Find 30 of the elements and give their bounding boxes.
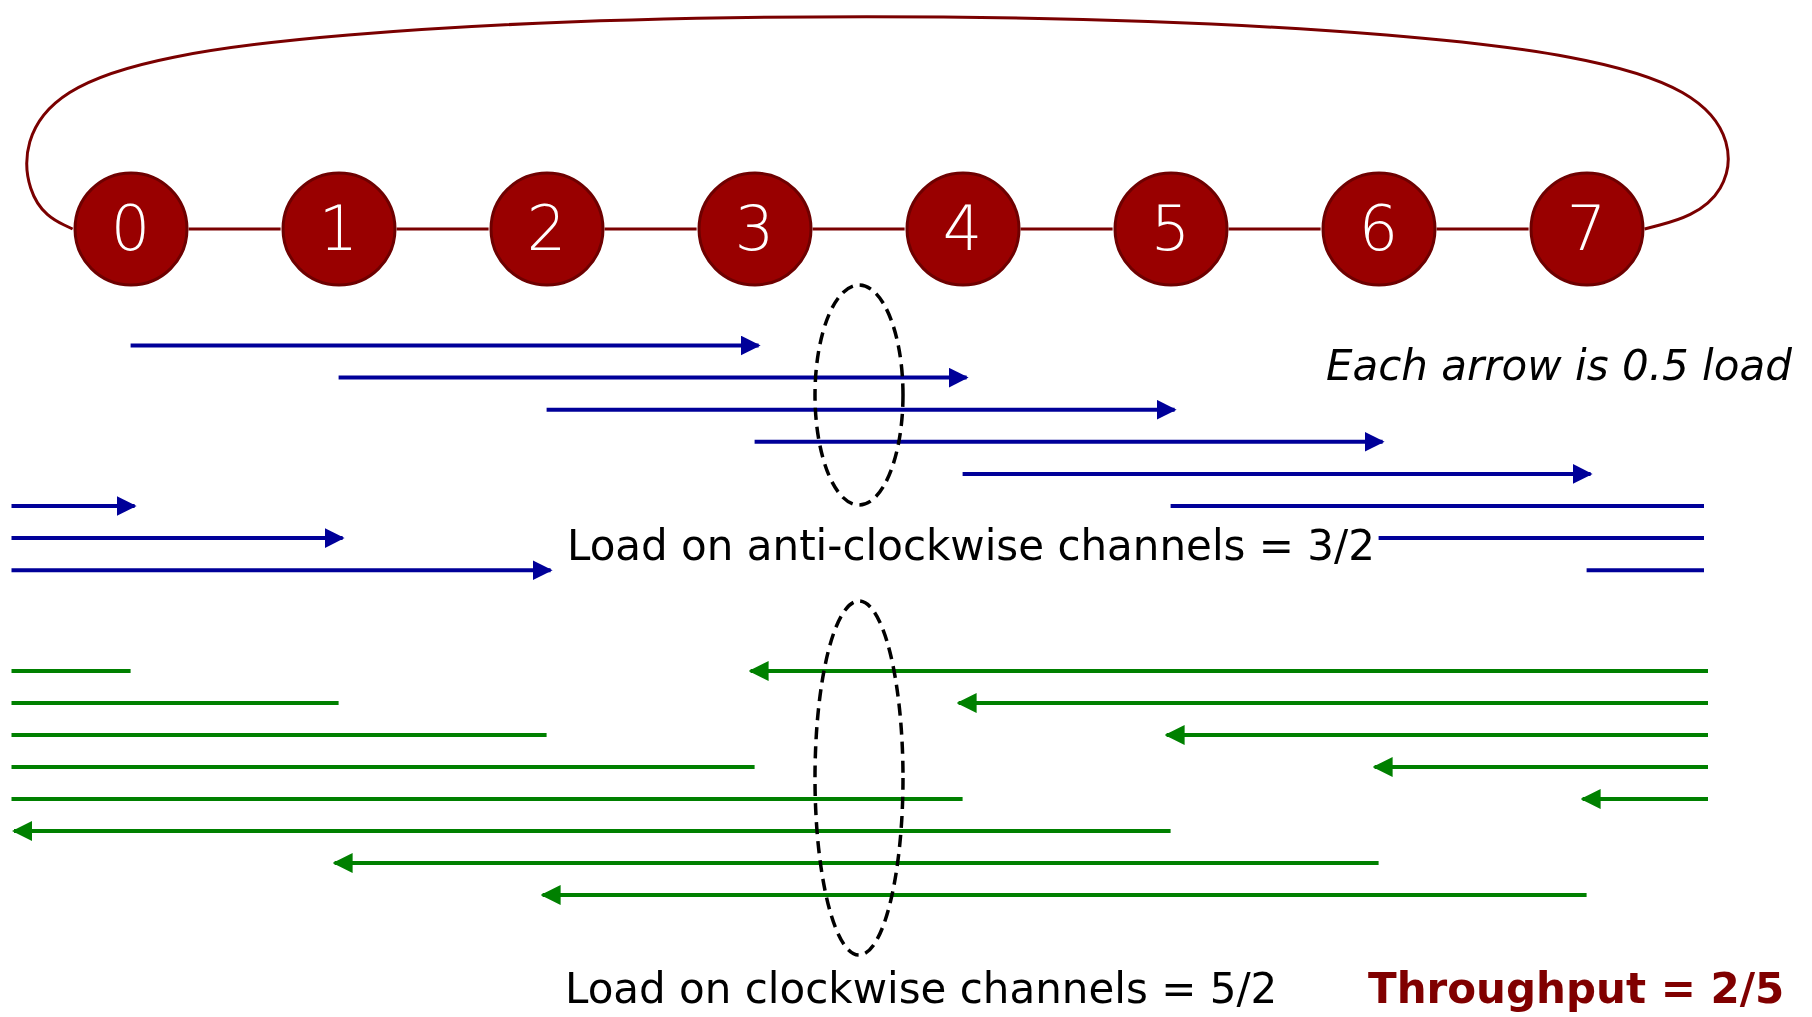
- router-node: [1320, 171, 1437, 287]
- router-node: [280, 171, 397, 287]
- ring-link: [604, 227, 697, 231]
- load-text: Load on anti-clockwise channels = 3/2: [567, 522, 1375, 571]
- ring-link: [1228, 227, 1321, 231]
- note-text: Each arrow is 0.5 load: [1326, 342, 1792, 391]
- result-text: Throughput = 2/5: [1368, 965, 1785, 1014]
- ring-link: [1020, 227, 1113, 231]
- node-number: 3: [734, 198, 775, 260]
- node-number: 4: [942, 198, 983, 260]
- cut-ellipse: [813, 599, 905, 957]
- node-number: 2: [526, 198, 567, 260]
- node-number: 7: [1566, 198, 1607, 260]
- router-node: [1528, 171, 1645, 287]
- cut-ellipse: [813, 283, 905, 507]
- router-node: [696, 171, 813, 287]
- router-node: [72, 171, 189, 287]
- router-node: [488, 171, 605, 287]
- ring-link: [1436, 227, 1529, 231]
- load-text: Load on clockwise channels = 5/2: [565, 965, 1278, 1014]
- ring-link: [188, 227, 281, 231]
- node-number: 0: [110, 198, 151, 260]
- router-node: [904, 171, 1021, 287]
- ring-link: [396, 227, 489, 231]
- node-number: 5: [1150, 198, 1191, 260]
- node-number: 1: [318, 198, 359, 260]
- ring-link: [25, 15, 1730, 231]
- ring-link: [812, 227, 905, 231]
- router-node: [1112, 171, 1229, 287]
- node-number: 6: [1358, 198, 1399, 260]
